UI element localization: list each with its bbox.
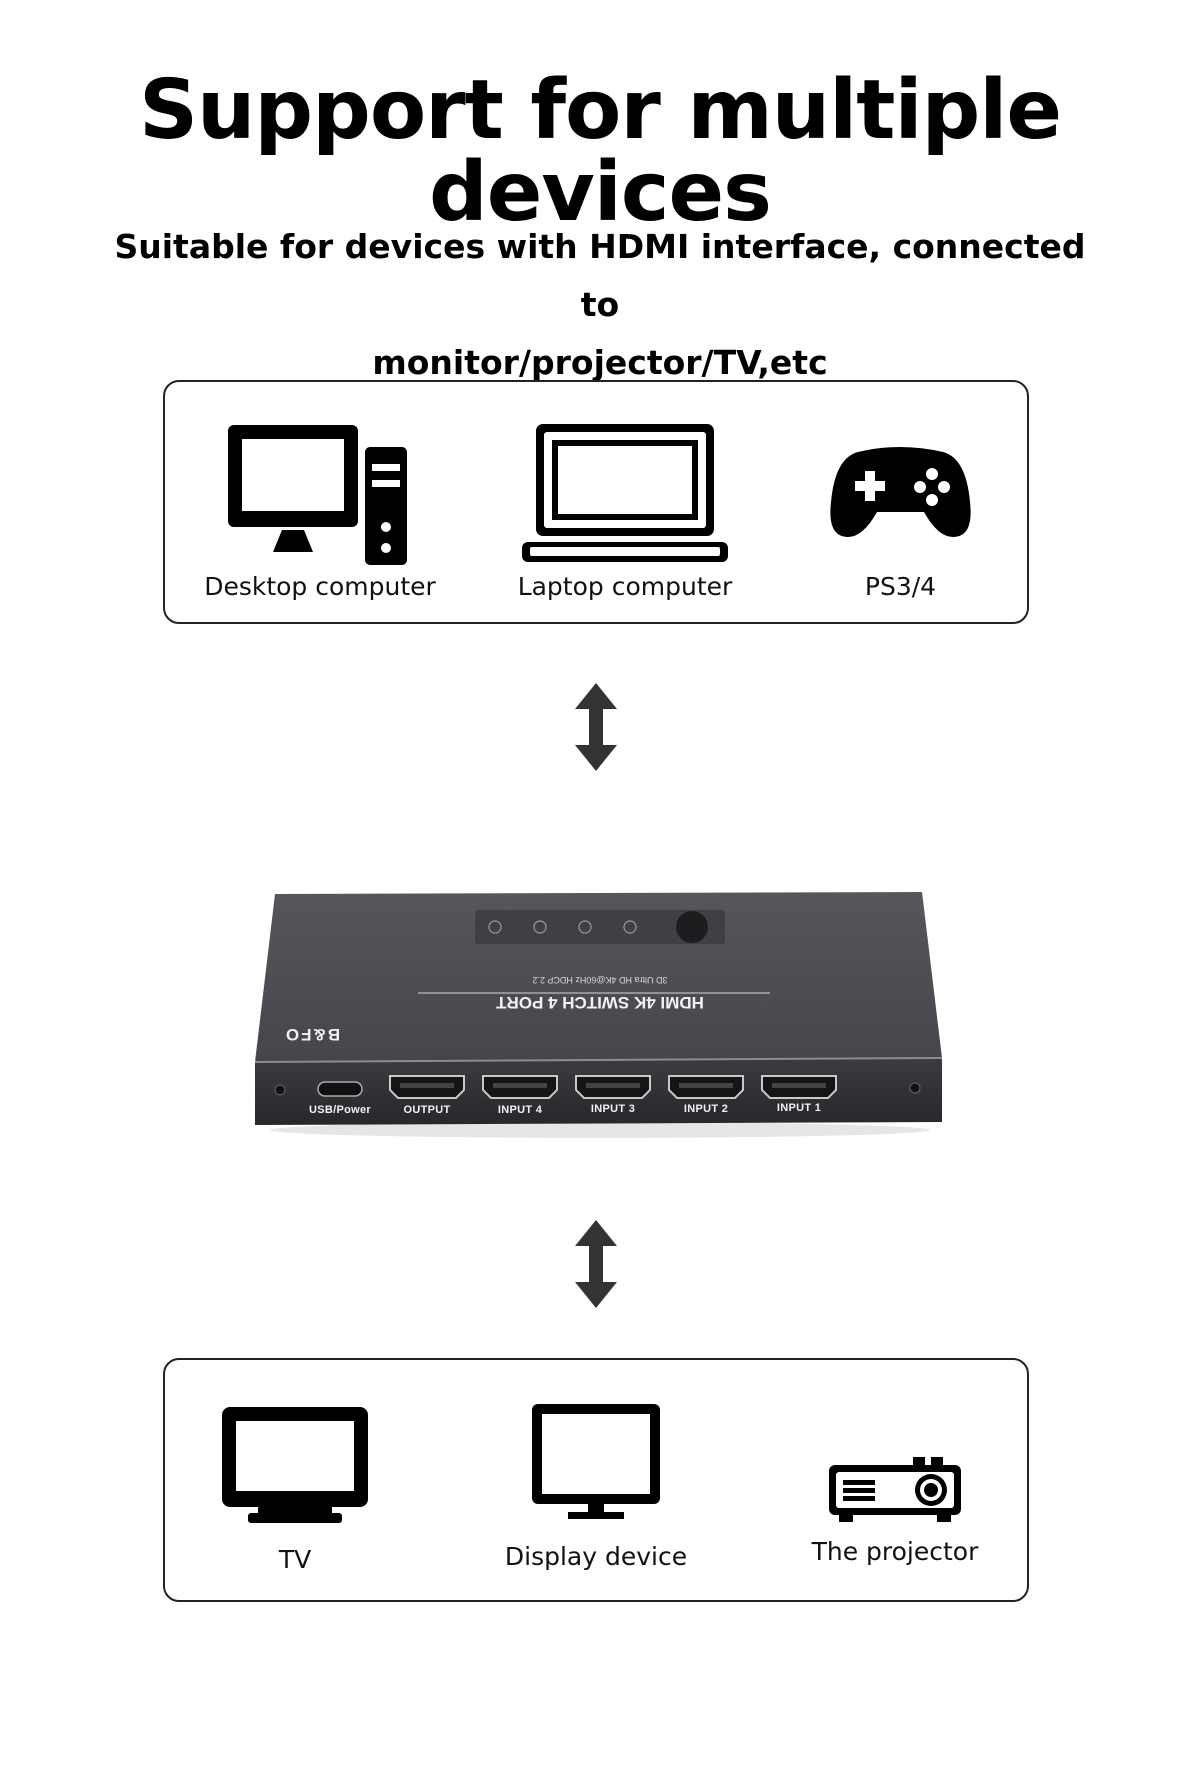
port-label-output: OUTPUT xyxy=(403,1104,450,1116)
source-label-gamepad: PS3/4 xyxy=(864,572,937,601)
port-label-input-1: INPUT 1 xyxy=(777,1102,821,1114)
display-label-monitor: Display device xyxy=(504,1542,688,1571)
subtitle-line-1: Suitable for devices with HDMI interface… xyxy=(114,227,1086,324)
display-tv: TV xyxy=(220,1405,370,1585)
subtitle-line-2: monitor/projector/TV,etc xyxy=(372,343,828,382)
desktop-computer-icon xyxy=(228,425,411,570)
port-label-input-4: INPUT 4 xyxy=(498,1104,543,1116)
gamepad-icon xyxy=(830,447,971,537)
tv-icon xyxy=(222,1407,368,1523)
spec-text: 3D Ultra HD 4K@60Hz HDCP 2.2 xyxy=(532,975,667,985)
page-subtitle: Suitable for devices with HDMI interface… xyxy=(100,218,1100,392)
source-label-laptop: Laptop computer xyxy=(517,572,733,601)
display-monitor: Display device xyxy=(505,1402,687,1582)
hdmi-switch-illustration: 3D Ultra HD 4K@60Hz HDCP 2.2 HDMI 4K SWI… xyxy=(254,892,943,1138)
brand-logo: B&FO xyxy=(284,1025,340,1044)
usb-power-port xyxy=(317,1081,363,1097)
display-devices-panel: TV Display device The projector xyxy=(163,1358,1029,1602)
port-label-usb-power: USB/Power xyxy=(309,1104,371,1116)
port-label-input-2: INPUT 2 xyxy=(684,1103,728,1115)
page-title: Support for multiple devices xyxy=(139,63,1062,240)
product-print: 3D Ultra HD 4K@60Hz HDCP 2.2 xyxy=(532,975,667,985)
port-label-input-3: INPUT 3 xyxy=(591,1103,635,1115)
monitor-icon xyxy=(532,1404,660,1519)
display-label-tv: TV xyxy=(278,1545,312,1574)
model-text: HDMI 4K SWITCH 4 PORT xyxy=(495,993,703,1012)
laptop-icon xyxy=(522,424,728,562)
display-projector: The projector xyxy=(812,1455,978,1585)
bidirectional-arrow-icon xyxy=(575,683,617,771)
source-devices-panel: Desktop computer Laptop computer PS3/4 xyxy=(163,380,1029,624)
source-laptop: Laptop computer xyxy=(518,422,732,602)
source-desktop: Desktop computer xyxy=(204,422,436,602)
projector-icon xyxy=(829,1457,961,1522)
source-gamepad: PS3/4 xyxy=(828,442,973,602)
display-label-projector: The projector xyxy=(811,1537,979,1566)
bidirectional-arrow-icon-2 xyxy=(575,1220,617,1308)
hdmi-switch-device: 3D Ultra HD 4K@60Hz HDCP 2.2 HDMI 4K SWI… xyxy=(250,880,950,1140)
source-label-desktop: Desktop computer xyxy=(204,572,436,601)
